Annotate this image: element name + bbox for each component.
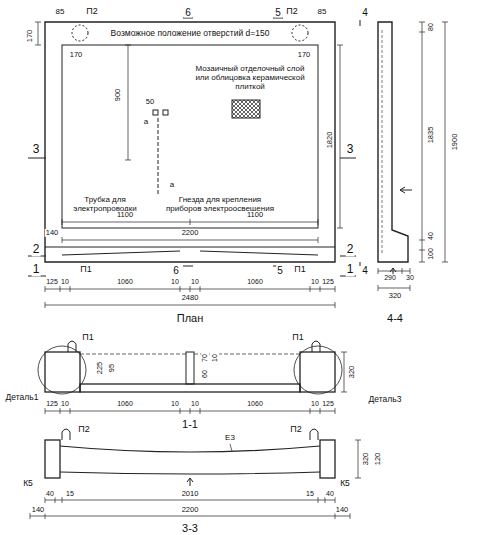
dimension-label: 85 [55,8,66,17]
dimension-lines [35,22,343,308]
note-text: Мозаичный отделочный слой или облицовка … [190,65,310,91]
dimension-label: 40 [325,490,335,498]
dimension-label: 15 [305,490,315,498]
dimension-label: 140 [45,229,60,237]
section-marker: 6 [184,7,192,18]
dimension-label: 900 [114,88,122,103]
dimension-label: 10 [211,353,219,363]
note-text: а [143,118,149,127]
section-marker: 4 [361,7,369,18]
section-marker: 5 [274,7,282,18]
section-marker: 2 [346,243,355,256]
section-4-4 [378,22,448,291]
section-marker: 5 [276,265,284,276]
dimension-label: 1835 [427,126,435,145]
dimension-label: 40 [45,490,55,498]
part-mark: П1 [79,265,92,275]
part-mark: Е3 [224,434,236,443]
part-mark: П1 [293,265,306,275]
detail-callout: Деталь3 [368,395,403,404]
dimension-label: 85 [317,8,328,17]
dimension-label: 30 [405,274,415,282]
view-title: План [176,312,205,324]
dimension-label: 10 [190,278,200,286]
section-marker: 1 [32,263,41,276]
section-3-3 [30,429,361,519]
section-marker: 3 [346,143,355,156]
dimension-label: 290 [383,274,397,282]
dimension-label: 40 [427,231,435,241]
dimension-label: 1820 [326,131,334,150]
part-mark: П2 [289,425,302,435]
dimension-label: 320 [348,365,356,380]
dimension-label: 1100 [246,211,264,219]
dimension-label: 2200 [181,506,200,514]
plan-view [28,18,360,276]
dimension-label: 1060 [116,400,134,408]
dimension-label: 125 [45,278,59,286]
part-mark: К5 [22,479,34,488]
part-mark: П1 [81,333,94,343]
dimension-label: 10 [310,400,320,408]
dimension-label: 15 [65,490,75,498]
section-marker: 4 [361,265,369,276]
dimension-label: 95 [108,363,116,373]
dimension-label: 320 [362,452,370,467]
dimension-label: 225 [96,361,104,376]
dimension-label: 2010 [181,490,200,498]
dimension-label: 170 [69,51,84,59]
dimension-label: 2200 [181,229,200,237]
dimension-label: 50 [145,98,155,106]
dimension-label: 100 [427,247,435,261]
dimension-label: 1100 [116,211,134,219]
dimension-label: 1060 [246,400,264,408]
dimension-label: 1900 [451,133,459,152]
part-mark: К5 [339,479,351,488]
dimension-label: 1060 [116,278,134,286]
dimension-label: 320 [388,292,403,300]
dimension-label: 10 [310,278,320,286]
dimension-label: 125 [321,400,335,408]
dimension-label: 125 [45,400,59,408]
dimension-label: 170 [297,51,312,59]
dimension-label: 10 [170,278,180,286]
part-mark: П2 [285,7,298,17]
dimension-label: 70 [201,353,209,363]
section-marker: 2 [32,243,41,256]
dimension-label: 10 [60,278,70,286]
view-title: 4-4 [386,312,404,324]
dimension-label: 170 [26,29,34,44]
section-marker: 3 [32,143,41,156]
part-mark: П2 [77,425,90,435]
dimension-label: 120 [374,452,382,467]
dimension-label: 10 [190,400,200,408]
section-marker: 1 [346,263,355,276]
dimension-label: 140 [335,506,350,514]
section-marker: 6 [172,265,180,276]
part-mark: П1 [291,333,304,343]
dimension-label: 10 [60,400,70,408]
dimension-label: 140 [31,506,46,514]
part-mark: П2 [85,7,98,17]
section-1-1 [38,341,347,414]
detail-callout: Деталь1 [5,393,40,402]
note-text: а [169,181,175,190]
view-title: 1-1 [181,418,199,430]
dimension-label: 1060 [246,278,264,286]
dimension-label: 80 [427,22,435,32]
dimension-label: 2480 [181,294,200,302]
note-text: Возможное положение отверстий d=150 [110,29,271,38]
dimension-label: 10 [170,400,180,408]
dimension-label: 60 [201,369,209,379]
view-title: 3-3 [181,522,199,534]
dimension-label: 125 [321,278,335,286]
